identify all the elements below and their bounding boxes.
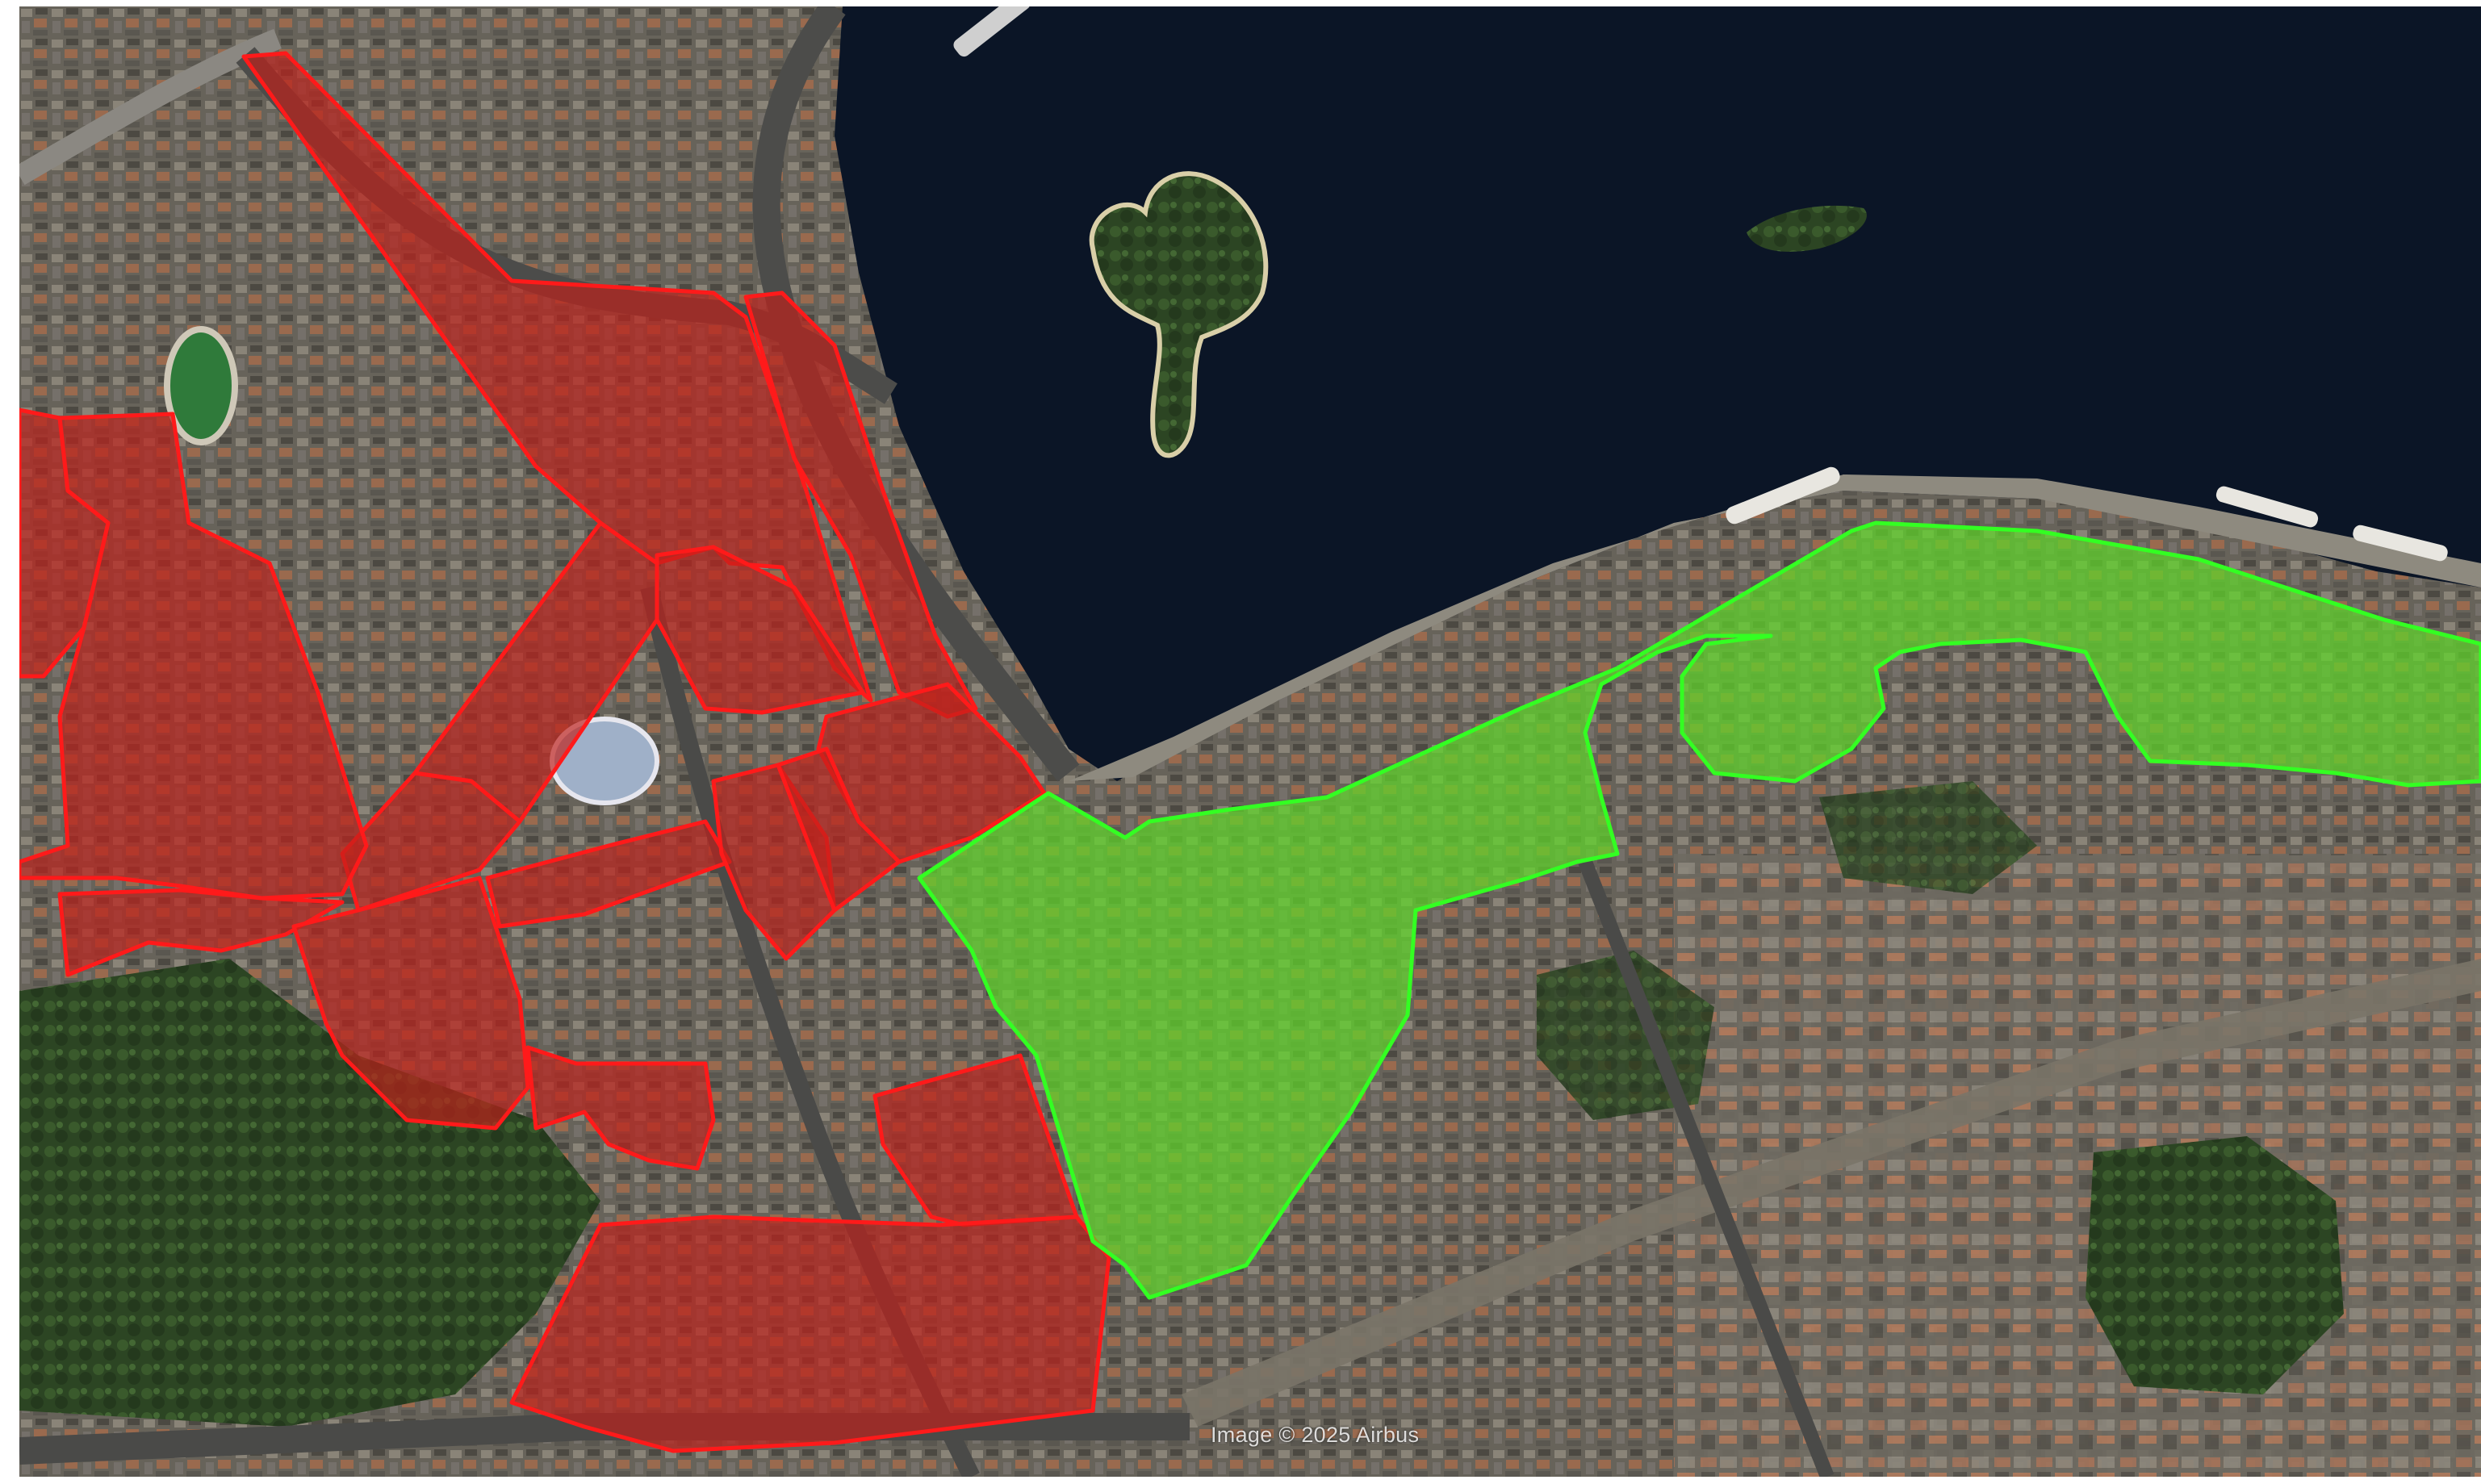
red-zone[interactable] (19, 412, 369, 901)
hill-vegetation (1819, 781, 2037, 894)
red-zones-layer[interactable] (19, 51, 1111, 1453)
island-small (1747, 205, 1867, 252)
ship (1726, 466, 1840, 525)
red-zone[interactable] (776, 746, 902, 913)
stadium (164, 326, 238, 445)
ship (953, 6, 1031, 57)
red-zone[interactable] (57, 888, 345, 977)
park-south-central (2086, 1136, 2344, 1394)
highway (19, 28, 282, 186)
map-attribution: Image © 2025 Airbus (1211, 1423, 1420, 1447)
red-zone[interactable] (509, 1214, 1111, 1453)
guanabara-bay-water (835, 6, 2481, 781)
avenue (1578, 859, 1835, 1477)
railway-yard (1182, 959, 2481, 1427)
red-zone[interactable] (291, 876, 530, 1131)
satellite-map[interactable] (19, 6, 2481, 1477)
ship (2353, 525, 2448, 562)
green-zone-layer[interactable] (917, 520, 2481, 1300)
map-viewport[interactable]: Image © 2025 Airbus (19, 6, 2481, 1477)
park-southwest (19, 959, 600, 1427)
ship (2215, 486, 2319, 528)
red-zone[interactable] (525, 1045, 716, 1171)
red-zone[interactable] (743, 291, 978, 719)
green-zone[interactable] (917, 520, 2481, 1300)
red-zone[interactable] (655, 545, 865, 715)
island-large (1089, 171, 1269, 458)
